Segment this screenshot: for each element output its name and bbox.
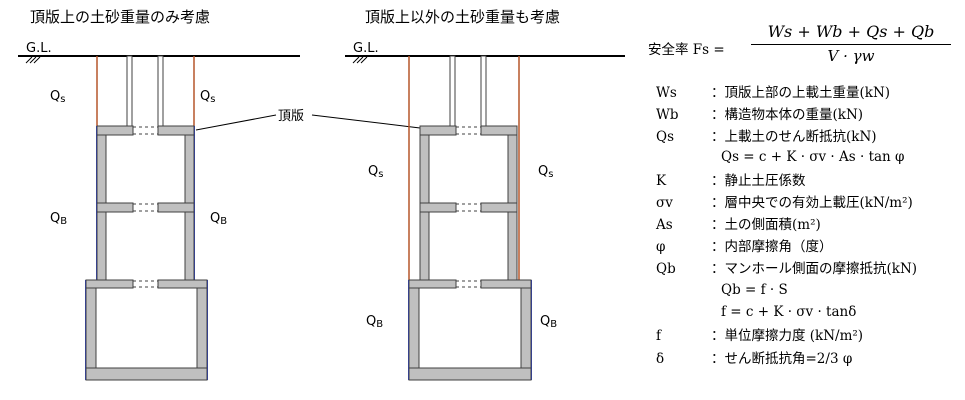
right-base-wall-right — [520, 287, 532, 369]
right-structure: G.L. Qs Qs QB QB — [345, 41, 625, 381]
right-neck-wall-right — [480, 55, 487, 127]
left-lower-slab-a — [85, 279, 134, 289]
right-qs-label-left: Qs — [368, 164, 383, 180]
left-title: 頂版上の土砂重量のみ考慮 — [30, 8, 211, 26]
right-qb-label-left: QB — [366, 314, 383, 330]
f-equation: f = c + K · σv · tanδ — [721, 304, 857, 320]
right-title: 頂版上以外の土砂重量も考慮 — [365, 8, 561, 26]
left-top-slab-a — [96, 125, 134, 136]
right-qb-label-right: QB — [540, 314, 557, 330]
right-qs-label-right: Qs — [538, 164, 553, 180]
right-base-slab — [408, 367, 532, 381]
safety-factor-formula: 安全率 Fs = Ws + Wb + Qs + Qb V · γw — [648, 22, 951, 72]
left-qs-label-right: Qs — [200, 89, 215, 105]
right-top-slab-a — [419, 125, 457, 136]
left-base-wall-right — [196, 287, 208, 369]
qs-equation: Qs = c + K · σv · As · tan φ — [721, 149, 905, 165]
formula-denominator: V · γw — [827, 47, 875, 65]
right-lower-slab-b — [480, 279, 532, 289]
left-top-slab-b — [157, 125, 195, 136]
right-base-wall-left — [408, 287, 420, 369]
left-gl-label: G.L. — [26, 41, 52, 56]
right-mid-slab-a — [419, 202, 457, 213]
top-slab-label: 頂版 — [278, 109, 304, 124]
manhole-diagram: G.L. Qs Qs — [18, 41, 625, 381]
right-neck-wall-left — [449, 55, 456, 127]
top-slab-leader-right — [311, 114, 421, 129]
formula-numerator: Ws + Wb + Qs + Qb — [767, 22, 935, 41]
top-slab-leader-left — [195, 114, 277, 131]
formula-fraction-bar — [751, 44, 951, 45]
left-qs-label-left: Qs — [50, 89, 65, 105]
left-ground-hatch — [25, 56, 41, 64]
right-lower-slab-a — [408, 279, 457, 289]
right-top-slab-b — [480, 125, 518, 136]
formula-panel: 安全率 Fs = Ws + Wb + Qs + Qb V · γw Ws：頂版上… — [648, 20, 963, 400]
right-gl-label: G.L. — [353, 41, 379, 56]
left-base-slab — [85, 367, 208, 381]
qb-equation: Qb = f · S — [721, 282, 788, 298]
left-neck-wall-right — [157, 55, 164, 127]
left-mid-slab-b — [157, 202, 195, 213]
left-base-wall-left — [85, 287, 97, 369]
left-qb-label-right: QB — [210, 211, 227, 227]
left-structure: G.L. Qs Qs — [18, 41, 300, 381]
left-mid-slab-a — [96, 202, 134, 213]
left-qb-label-left: QB — [50, 211, 67, 227]
left-lower-slab-b — [157, 279, 208, 289]
right-mid-slab-b — [480, 202, 518, 213]
formula-lhs: 安全率 Fs = — [648, 42, 725, 58]
left-neck-wall-left — [126, 55, 133, 127]
